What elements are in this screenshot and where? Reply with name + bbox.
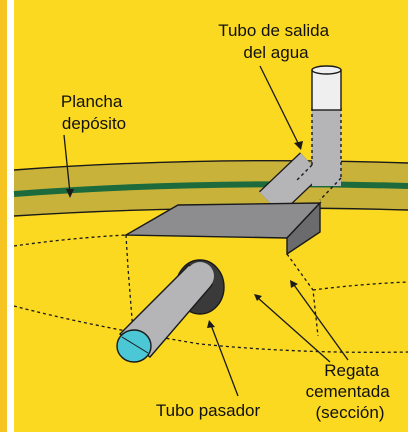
outlet-pipe-opening <box>311 65 342 75</box>
tank-plate-top-edge <box>13 159 408 171</box>
left-accent-bar <box>0 0 7 432</box>
label-plancha: Plancha depósito <box>61 92 127 133</box>
leader-regata-b <box>257 297 331 363</box>
leader-plancha <box>63 134 71 194</box>
label-regata: Regata cementada (sección) <box>306 361 395 422</box>
outlet-pipe-vertical <box>312 106 341 186</box>
leader-tubo-pasador <box>210 324 239 397</box>
pass-pipe-end <box>186 262 214 290</box>
leader-tubo-salida <box>259 65 300 146</box>
leader-lines <box>63 65 349 397</box>
pass-pipe-opening <box>116 329 152 363</box>
leader-regata-a <box>293 284 349 361</box>
leader-arrowheads <box>66 141 303 328</box>
outlet-pipe-top <box>311 69 342 111</box>
cement-block-side <box>286 201 321 256</box>
green-stripe <box>13 181 408 197</box>
outlet-pipe-dashed-bend <box>295 164 342 201</box>
pass-pipe-opening-line <box>121 336 149 354</box>
outlet-pipe-diagonal <box>259 153 322 214</box>
label-tubo-pasador: Tubo pasador <box>156 401 261 420</box>
groove-outline <box>13 234 408 353</box>
label-tubo-salida: Tubo de salida del agua <box>218 21 334 62</box>
